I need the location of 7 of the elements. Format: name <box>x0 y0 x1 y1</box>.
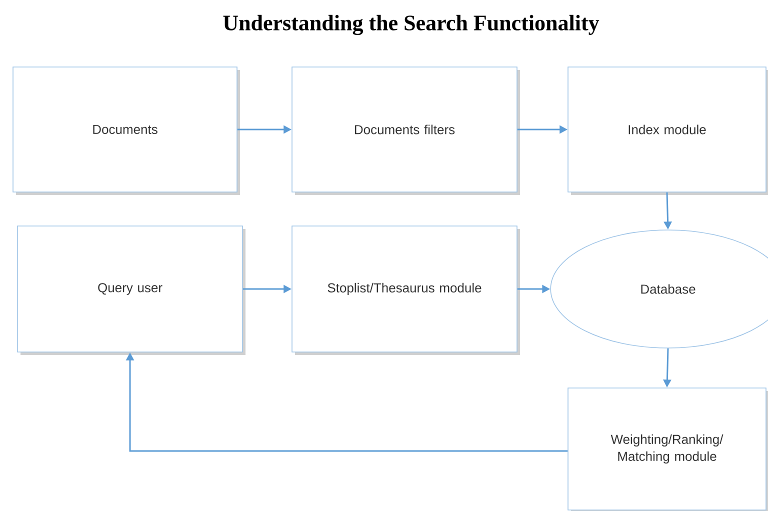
title: Understanding the Search Functionality <box>223 14 600 36</box>
process-box: Index module <box>568 66 768 195</box>
process-box: Stoplist/Thesaurus module <box>292 226 520 355</box>
process-box: Query user <box>17 226 246 355</box>
process-box: Weighting/Ranking/ Matching module <box>568 388 768 511</box>
process-box: Documents filters <box>292 66 520 195</box>
process-box: Documents <box>12 66 240 195</box>
